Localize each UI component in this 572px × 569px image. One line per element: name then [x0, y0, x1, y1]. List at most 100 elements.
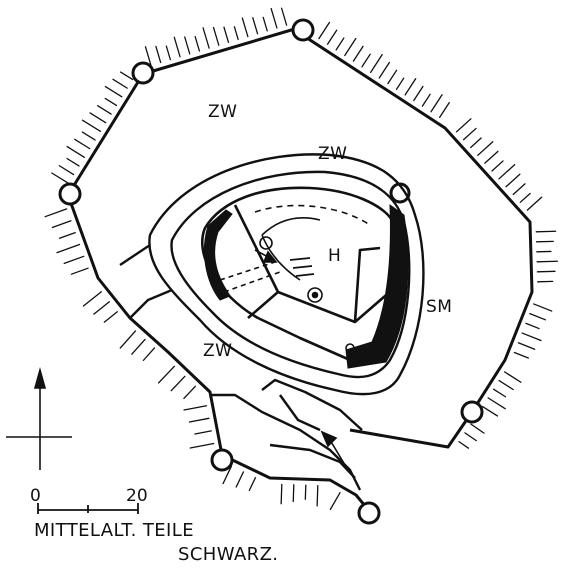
slope-hatch-mark — [505, 173, 521, 188]
slope-hatch-mark — [235, 471, 245, 488]
slope-hatch-mark — [248, 477, 257, 492]
slope-hatch-mark — [492, 388, 507, 398]
entrance-arrows — [254, 249, 346, 466]
slope-hatch-mark — [51, 220, 72, 229]
slope-hatch-mark — [131, 338, 146, 355]
slope-hatch-mark — [170, 375, 186, 392]
scale-label-end: 20 — [126, 486, 148, 506]
slope-hatch-mark — [241, 17, 249, 38]
legend-line-2: SCHWARZ. — [178, 544, 279, 565]
slope-hatch-mark — [370, 54, 383, 73]
slope-hatch-mark — [157, 365, 176, 384]
slope-hatch-mark — [74, 138, 91, 150]
slope-hatch-mark — [316, 484, 319, 507]
slope-hatch-mark — [112, 78, 128, 89]
slope-hatch-mark — [387, 69, 398, 85]
corner-towers — [58, 18, 484, 525]
slope-hatch-mark — [292, 484, 295, 503]
slope-hatch-mark — [81, 131, 96, 141]
tower-south-small — [345, 343, 355, 353]
slope-hatch-mark — [93, 301, 110, 315]
slope-hatch-mark — [270, 7, 278, 29]
slope-hatch-mark — [455, 118, 472, 133]
slope-hatch-mark — [458, 440, 470, 449]
label-h: H — [328, 246, 342, 266]
slope-hatch-mark — [58, 165, 75, 176]
tower-north — [291, 18, 315, 42]
slope-hatch-mark — [491, 160, 504, 172]
slope-hatch-mark — [194, 430, 212, 435]
slope-hatch-mark — [477, 141, 494, 156]
slope-hatch-mark — [344, 37, 357, 57]
slope-hatch-mark — [378, 61, 391, 79]
slope-hatch-mark — [212, 26, 220, 46]
slope-hatch-mark — [104, 97, 118, 107]
slope-hatch-mark — [56, 243, 81, 254]
tower-southeast — [460, 400, 484, 424]
slope-hatch-mark — [189, 442, 215, 449]
slope-hatch-mark — [63, 255, 85, 265]
slope-hatch-mark — [526, 196, 543, 211]
slope-hatch-mark — [262, 16, 268, 32]
gate-passage — [119, 244, 363, 491]
slope-hatch-mark — [318, 21, 331, 40]
slope-hatch-mark — [252, 17, 259, 35]
slope-hatch-mark — [395, 77, 405, 90]
slope-hatch-mark — [233, 26, 239, 41]
slope-hatch-mark — [462, 127, 477, 141]
slope-hatch-mark — [533, 303, 553, 312]
slope-hatch-mark — [481, 405, 499, 417]
slope-hatch-mark — [51, 172, 69, 184]
slope-hatch-mark — [103, 311, 118, 323]
slope-hatch-mark — [58, 231, 76, 239]
slope-hatch-mark — [280, 483, 283, 505]
slope-hatch-mark — [536, 270, 556, 273]
tower-southwest — [210, 448, 234, 472]
slope-hatch-mark — [439, 101, 450, 118]
slope-hatch-mark — [326, 29, 338, 45]
label-zw-inner-north: ZW — [318, 144, 348, 164]
north-arrow — [6, 367, 72, 470]
slope-hatching — [44, 7, 559, 511]
slope-hatch-mark — [361, 53, 371, 68]
legend-line-1: MITTELALT. TEILE — [34, 520, 194, 541]
slope-hatch-mark — [222, 465, 233, 485]
slope-hatch-mark — [536, 260, 559, 263]
slope-hatch-mark — [119, 330, 137, 349]
label-zw-outer-north: ZW — [208, 102, 238, 122]
slope-hatch-mark — [165, 45, 172, 61]
slope-hatch-mark — [529, 312, 547, 321]
slope-hatch-mark — [188, 417, 210, 423]
tower-northwest — [131, 61, 155, 85]
slope-hatch-mark — [519, 192, 531, 203]
slope-hatch-mark — [66, 157, 80, 167]
well-west — [259, 236, 273, 250]
slope-hatch-mark — [503, 371, 522, 383]
slope-hatch-mark — [223, 26, 230, 44]
slope-hatch-mark — [280, 7, 288, 26]
slope-hatch-mark — [82, 291, 102, 307]
zwinger-ring-wall — [148, 153, 425, 396]
slope-hatch-mark — [525, 322, 540, 330]
slope-hatch-mark — [498, 379, 514, 391]
slope-hatch-mark — [142, 347, 156, 362]
slope-hatch-mark — [517, 342, 536, 350]
tower-west — [58, 182, 82, 206]
label-zw-west: ZW — [203, 341, 233, 361]
slope-hatch-mark — [183, 405, 208, 411]
slope-hatch-mark — [173, 36, 181, 58]
slope-hatch-mark — [184, 36, 191, 55]
slope-hatch-mark — [498, 163, 516, 180]
slope-hatch-mark — [484, 150, 499, 164]
slope-hatch-mark — [155, 45, 162, 64]
well-center-dot — [311, 291, 319, 299]
slope-hatch-mark — [404, 77, 417, 96]
slope-hatch-mark — [44, 208, 68, 218]
slope-hatch-mark — [183, 385, 197, 400]
slope-hatch-mark — [144, 46, 152, 67]
slope-hatch-mark — [487, 397, 506, 410]
slope-hatch-mark — [421, 93, 431, 107]
slope-hatch-mark — [70, 267, 89, 275]
slope-hatch-mark — [97, 105, 112, 115]
